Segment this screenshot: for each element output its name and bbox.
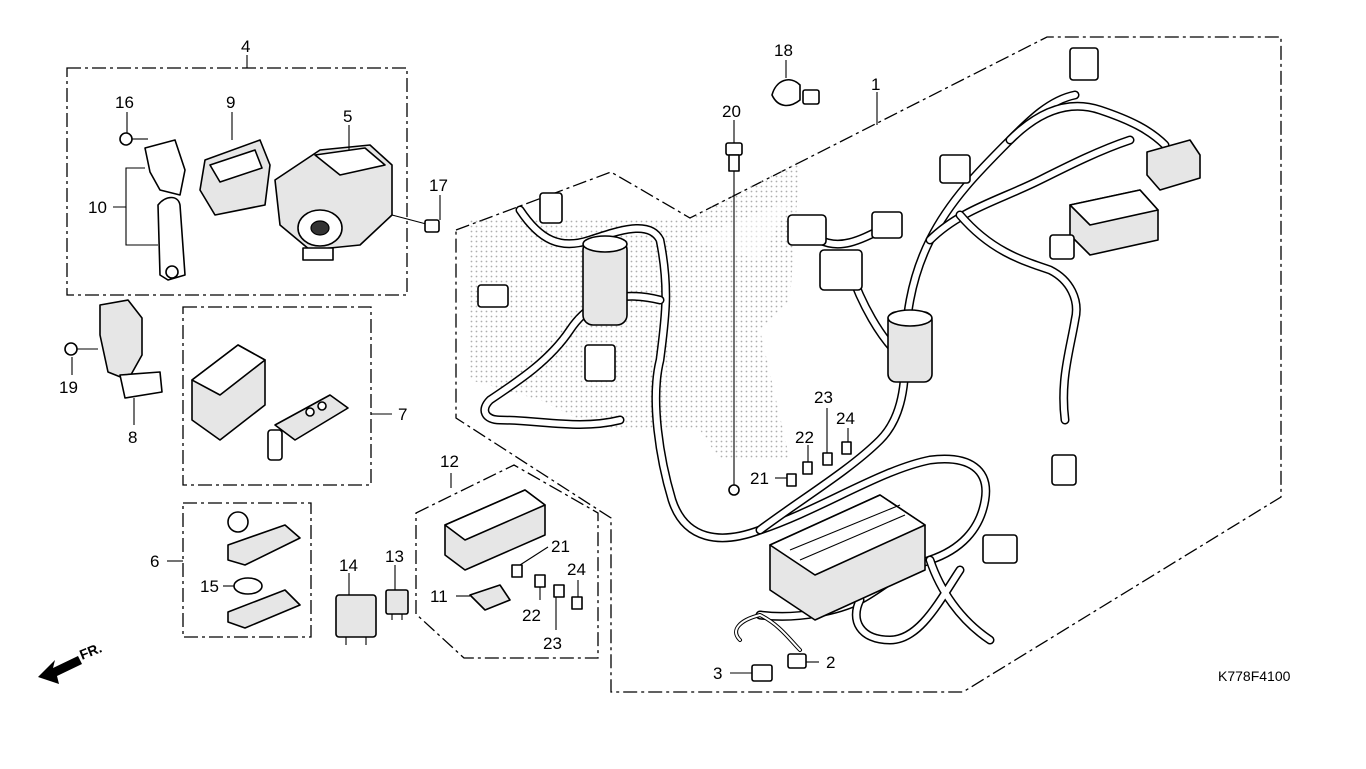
callout-22-group1: 22 [795, 428, 814, 447]
callout-16: 16 [115, 93, 134, 112]
part-7-smart-unit [191, 344, 266, 441]
callout-6: 6 [150, 552, 159, 571]
callout-8: 8 [128, 428, 137, 447]
diagram-code: K778F4100 [1218, 668, 1291, 684]
callout-11: 11 [430, 587, 448, 606]
callout-14: 14 [339, 556, 358, 575]
part-15-battery [233, 577, 263, 595]
group1-fuses [786, 441, 852, 487]
callout-21-group12: 21 [551, 537, 570, 556]
callout-4: 4 [241, 37, 250, 56]
callout-2: 2 [826, 653, 835, 672]
part-6-fob-cover [227, 511, 301, 629]
part-9-plate [199, 139, 271, 216]
group-6-frame [167, 502, 312, 638]
part-18-band [771, 79, 820, 107]
connector-block [477, 47, 1099, 564]
part-10-bracket [144, 139, 186, 281]
callout-18: 18 [774, 41, 793, 60]
leader-lines [71, 60, 878, 674]
callout-10: 10 [88, 198, 107, 217]
group-7-frame [182, 306, 392, 486]
callout-17: 17 [429, 176, 448, 195]
callout-23-group12: 23 [543, 634, 562, 653]
callout-9: 9 [226, 93, 235, 112]
part-3-connector [751, 664, 773, 682]
brand-logo-stipple [470, 160, 800, 460]
group-1-frame [455, 36, 1282, 693]
callout-23-group1: 23 [814, 388, 833, 407]
callout-13: 13 [385, 547, 404, 566]
callout-24-group1: 24 [836, 409, 855, 428]
part-2-connector [787, 653, 807, 669]
callout-5: 5 [343, 107, 352, 126]
part-16-screw [119, 132, 148, 146]
part-12-fuse-box [444, 489, 546, 571]
part-7-fob [267, 394, 349, 461]
coil-unit [582, 235, 628, 326]
relay-pack [887, 309, 933, 383]
fuse-box [769, 494, 926, 621]
callout-22-group12: 22 [522, 606, 541, 625]
part-17-bolt [391, 214, 440, 233]
group-4-frame [66, 55, 408, 296]
part-11-fuse-puller [469, 584, 511, 611]
callout-21-group1: 21 [750, 469, 769, 488]
callout-20: 20 [722, 102, 741, 121]
callout-labels: 1 2 3 4 5 6 7 8 9 10 11 12 13 14 15 16 1… [59, 37, 880, 683]
part-19-screw [64, 342, 98, 356]
callout-3: 3 [713, 664, 722, 683]
callout-7: 7 [398, 405, 407, 424]
callout-1: 1 [871, 75, 880, 94]
part-14-relay [335, 594, 377, 645]
sensor-unit [1146, 139, 1201, 191]
part-13-relay [385, 589, 409, 620]
part-5-ignition-switch [274, 144, 393, 261]
front-arrow-icon: FR. [38, 639, 104, 684]
callout-19: 19 [59, 378, 78, 397]
group12-fuses [511, 564, 583, 610]
front-label: FR. [77, 639, 104, 662]
callout-24-group12: 24 [567, 560, 586, 579]
callout-15: 15 [200, 577, 219, 596]
part-8-bracket [99, 299, 163, 399]
part-20-bolt [725, 142, 743, 496]
callout-12: 12 [440, 452, 459, 471]
ecu-box [1069, 189, 1159, 256]
group-12-frame [415, 464, 599, 659]
